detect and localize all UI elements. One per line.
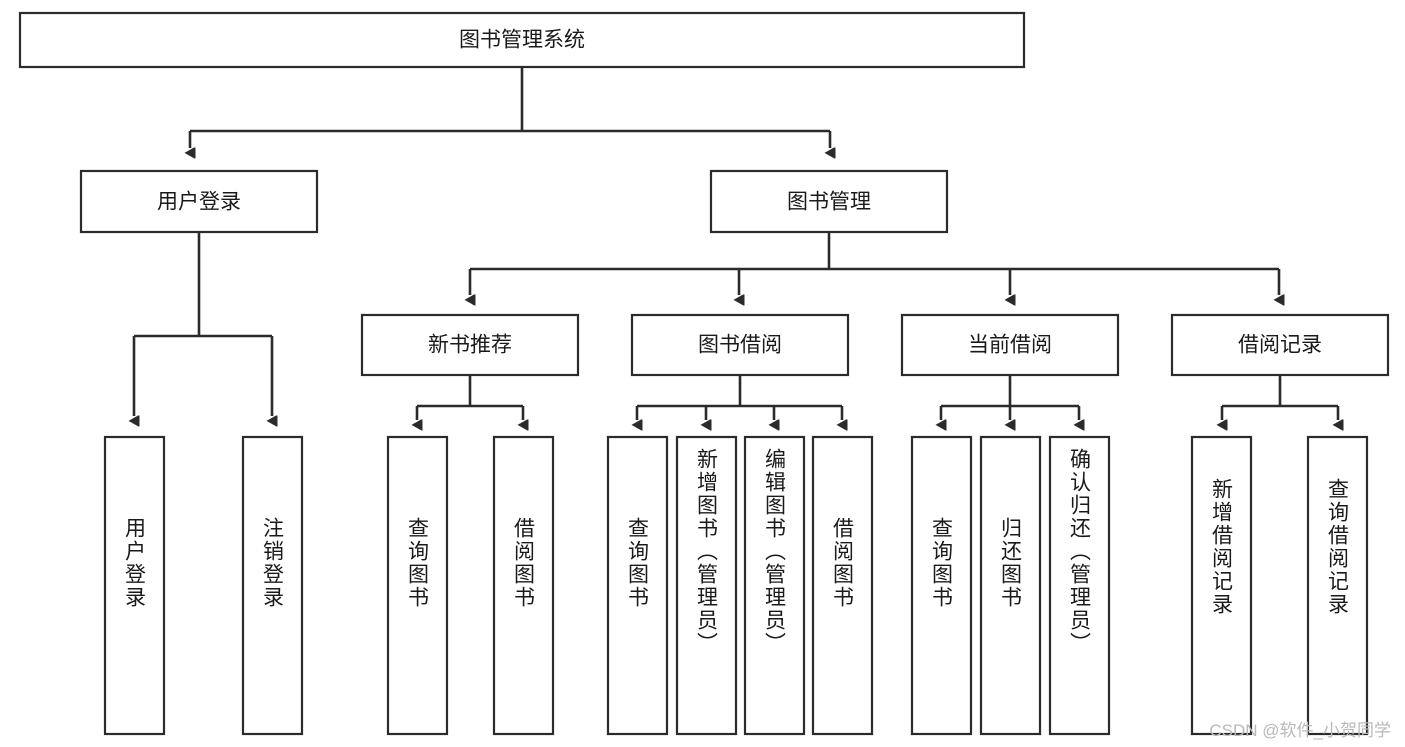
leaf-add-book-label: 新增图书（管理员） xyxy=(695,448,719,655)
leaf-edit-book-label: 编辑图书（管理员） xyxy=(763,448,787,655)
leaf-add-book[interactable]: 新增图书（管理员） xyxy=(675,435,738,736)
connector-current-borrow-to-leaves xyxy=(941,375,1079,420)
node-new-book-recommend-label: 新书推荐 xyxy=(428,334,512,357)
leaf-edit-book[interactable]: 编辑图书（管理员） xyxy=(743,435,806,736)
leaf-query-record-label: 查询借阅记录 xyxy=(1326,478,1350,616)
node-current-borrow-label: 当前借阅 xyxy=(968,334,1052,357)
node-book-borrow[interactable]: 图书借阅 xyxy=(630,313,850,377)
leaf-borrow-book-2-label: 借阅图书 xyxy=(831,517,855,609)
connector-root-to-level2 xyxy=(190,67,830,148)
node-borrow-record[interactable]: 借阅记录 xyxy=(1170,313,1390,377)
node-book-borrow-label: 图书借阅 xyxy=(698,334,782,357)
connector-book-borrow-to-leaves xyxy=(637,375,842,420)
leaf-confirm-return-label: 确认归还（管理员） xyxy=(1068,448,1092,655)
node-book-management[interactable]: 图书管理 xyxy=(709,169,949,234)
connector-book-management-to-level3 xyxy=(470,232,1279,295)
leaf-borrow-book-2[interactable]: 借阅图书 xyxy=(811,435,874,736)
leaf-query-book-3[interactable]: 查询图书 xyxy=(910,435,973,736)
connector-new-book-recommend-to-leaves xyxy=(417,375,523,420)
leaf-return-book[interactable]: 归还图书 xyxy=(979,435,1042,736)
node-new-book-recommend[interactable]: 新书推荐 xyxy=(360,313,580,377)
leaf-add-record[interactable]: 新增借阅记录 xyxy=(1190,435,1253,736)
leaf-borrow-book-1[interactable]: 借阅图书 xyxy=(492,435,555,736)
node-current-borrow[interactable]: 当前借阅 xyxy=(900,313,1120,377)
connector-user-login-to-leaves xyxy=(134,232,272,416)
leaf-query-book-2[interactable]: 查询图书 xyxy=(606,435,669,736)
leaf-user-login[interactable]: 用户登录 xyxy=(103,435,166,736)
node-user-login-label: 用户登录 xyxy=(157,191,241,214)
leaf-confirm-return[interactable]: 确认归还（管理员） xyxy=(1048,435,1111,736)
leaf-logout-login[interactable]: 注销登录 xyxy=(241,435,304,736)
leaf-user-login-label: 用户登录 xyxy=(123,517,147,609)
connector-borrow-record-to-leaves xyxy=(1222,375,1338,420)
leaf-query-book-2-label: 查询图书 xyxy=(626,517,650,609)
leaf-query-book-3-label: 查询图书 xyxy=(930,517,954,609)
leaf-return-book-label: 归还图书 xyxy=(999,517,1023,609)
leaf-query-book-1[interactable]: 查询图书 xyxy=(386,435,449,736)
node-root-label: 图书管理系统 xyxy=(459,29,585,52)
leaf-query-record[interactable]: 查询借阅记录 xyxy=(1306,435,1369,736)
leaf-add-record-label: 新增借阅记录 xyxy=(1210,478,1234,616)
node-root[interactable]: 图书管理系统 xyxy=(18,11,1026,69)
leaf-logout-login-label: 注销登录 xyxy=(261,517,285,609)
node-user-login[interactable]: 用户登录 xyxy=(79,169,319,234)
node-borrow-record-label: 借阅记录 xyxy=(1238,334,1322,357)
watermark: CSDN @软件_小贺同学 xyxy=(1209,721,1391,740)
leaf-query-book-1-label: 查询图书 xyxy=(406,517,430,609)
leaf-borrow-book-1-label: 借阅图书 xyxy=(512,517,536,609)
node-book-management-label: 图书管理 xyxy=(787,191,871,214)
